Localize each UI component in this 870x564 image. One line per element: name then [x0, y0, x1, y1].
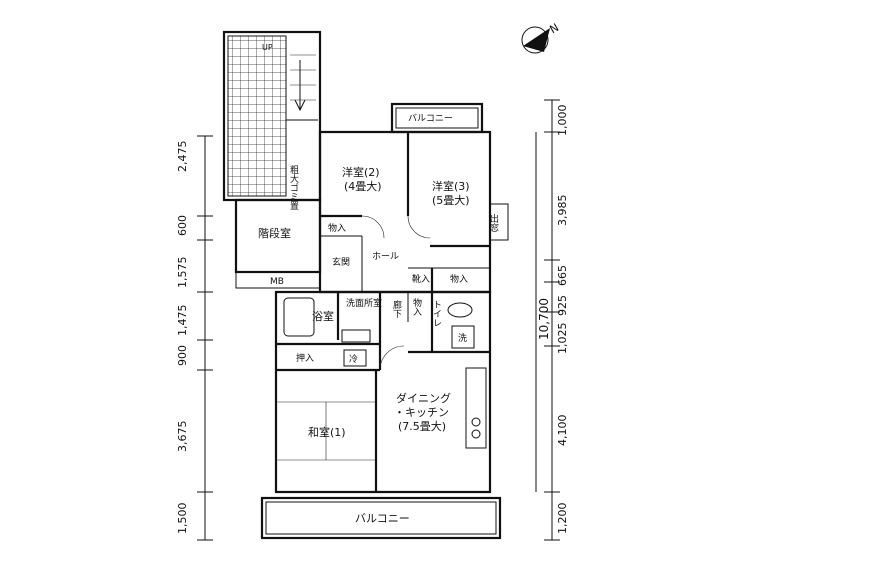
japanese-room-label: 和室(1) [308, 425, 346, 439]
western3-name: 洋室(3) [432, 179, 470, 193]
shoe-storage-label: 靴入 [412, 273, 430, 285]
right-dim-2: 3,985 [556, 195, 569, 227]
washer-label: 洗 [458, 332, 467, 344]
right-dim-total: 10,700 [537, 298, 551, 340]
top-balcony: バルコニー [390, 102, 484, 134]
left-dim-ticks [197, 135, 213, 541]
dining-kitchen-size: (7.5畳大) [398, 419, 446, 433]
top-balcony-label: バルコニー [408, 113, 453, 124]
trash-room-label-1: 粗大ゴミ置 [288, 164, 299, 210]
apartment-walls [274, 130, 492, 494]
right-dim-1: 1,000 [556, 105, 569, 137]
stair-block: UP 粗大ゴミ置 [222, 30, 322, 210]
left-dim-7: 1,500 [176, 503, 189, 535]
right-dim-ticks [544, 99, 560, 541]
compass-north-label: N [548, 21, 562, 36]
left-dim-4: 1,475 [176, 305, 189, 337]
outer-wall-lower [274, 290, 492, 494]
door-swing-dk [379, 345, 405, 371]
right-dim-7: 1,200 [556, 503, 569, 535]
mailbox-label: MB [270, 277, 284, 287]
bay-window-label: 出窓 [488, 213, 499, 232]
hallway-label: 廊下 [391, 299, 402, 319]
bay-window: 出窓 [488, 203, 509, 241]
toilet-label: トイレ [431, 300, 442, 327]
left-dimensions: 2,475 600 1,575 1,475 900 3,675 1,500 [176, 135, 213, 541]
compass-needle-icon [523, 28, 550, 52]
washbasin-icon [341, 329, 371, 343]
left-dim-2: 600 [176, 215, 189, 236]
bathtub-icon [283, 297, 315, 337]
toilet-bowl-icon [447, 302, 473, 318]
bottom-balcony-inner [265, 501, 497, 535]
western2-size: (4畳大) [344, 179, 382, 193]
room-labels: 洋室(2) (4畳大) 洋室(3) (5畳大) 物入 ホール 玄関 靴入 物入 … [296, 165, 470, 439]
fixtures [283, 297, 487, 449]
storage3-label: 物入 [411, 297, 422, 316]
storage2-label: 物入 [450, 273, 468, 285]
hall-label: ホール [372, 251, 399, 262]
compass-circle-icon [521, 26, 549, 54]
top-balcony-inner [395, 107, 479, 129]
bottom-balcony-rail [260, 496, 502, 540]
dining-kitchen-label-1: ダイニング [396, 391, 451, 405]
stove-burner-icon-2 [471, 429, 481, 439]
tatami-grid [276, 401, 376, 461]
storage1-label: 物入 [328, 222, 346, 234]
bathroom-label: 浴室 [312, 309, 334, 323]
left-dim-1: 2,475 [176, 141, 189, 173]
fridge-label: 冷 [349, 353, 358, 365]
right-dim-5: 1,025 [556, 323, 569, 355]
bottom-balcony-label: バルコニー [355, 512, 410, 525]
dining-kitchen-label-2: ・キッチン [394, 406, 449, 419]
entrance-label: 玄関 [332, 256, 350, 268]
stair-hatch-left [227, 35, 287, 197]
washroom-label: 洗面所室 [346, 297, 382, 309]
kitchen-counter-icon [465, 367, 487, 449]
door-swing-w2 [361, 215, 385, 239]
stairwell-room: 階段室 MB [234, 198, 322, 289]
right-dimensions: 1,000 3,985 665 925 1,025 4,100 1,200 10… [535, 99, 569, 541]
left-dim-3: 1,575 [176, 257, 189, 289]
western2-name: 洋室(2) [342, 165, 380, 179]
door-swing-w3 [407, 215, 431, 239]
right-dim-6: 4,100 [556, 415, 569, 447]
bay-window-outline [490, 203, 509, 241]
bottom-balcony: バルコニー [260, 496, 502, 540]
closet-label: 押入 [296, 352, 314, 364]
right-dim-3: 665 [556, 265, 569, 286]
right-dim-4: 925 [556, 295, 569, 316]
fridge-box-icon [343, 349, 367, 367]
stair-up-label: UP [262, 43, 273, 52]
stove-burner-icon-1 [471, 417, 481, 427]
western3-size: (5畳大) [432, 193, 470, 207]
left-dim-6: 3,675 [176, 421, 189, 453]
washer-box-icon [451, 325, 475, 349]
stairwell-label: 階段室 [258, 226, 291, 240]
compass: N [521, 21, 562, 54]
left-dim-5: 900 [176, 345, 189, 366]
